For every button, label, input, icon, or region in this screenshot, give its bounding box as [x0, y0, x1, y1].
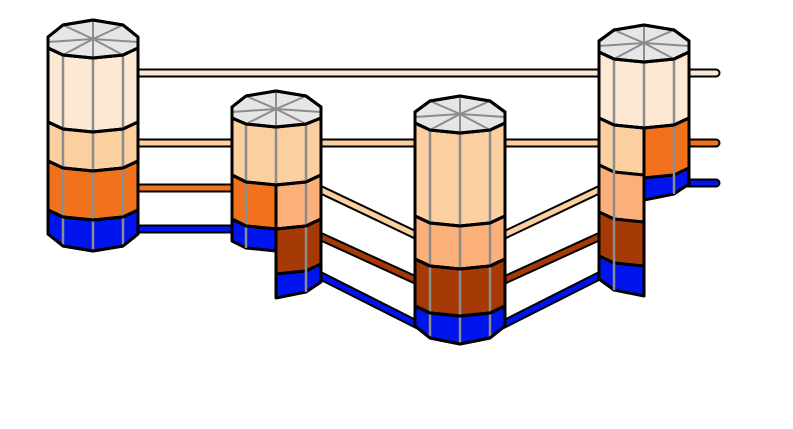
bar-diag-peach-left — [310, 182, 425, 242]
pillar-3 — [413, 94, 507, 346]
pillar-4 — [597, 23, 691, 298]
bar-diag-blue-right — [495, 268, 610, 331]
pillar-1-cap — [46, 18, 140, 60]
bar-diag-brown-right — [495, 229, 610, 287]
bar-diag-blue-left — [310, 268, 425, 331]
pillar-1 — [46, 18, 140, 253]
pillar-2 — [230, 89, 323, 300]
bar-diag-brown-left — [310, 229, 425, 287]
bar-diag-peach-right — [495, 182, 610, 242]
pillar-4-cap — [597, 23, 691, 64]
pillar-3-cap — [413, 94, 507, 135]
pillar-2-cap — [230, 89, 323, 129]
